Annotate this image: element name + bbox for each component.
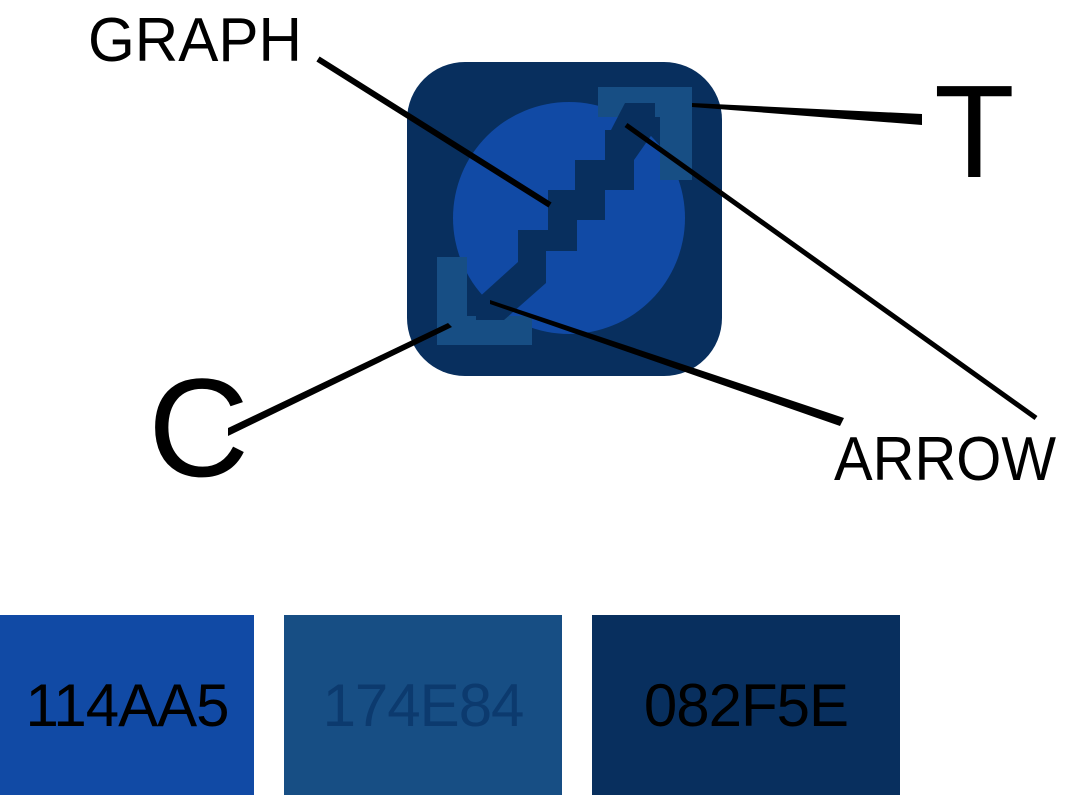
graph-label: GRAPH — [88, 6, 302, 75]
swatch-174e84: 174E84 — [284, 615, 562, 795]
t-leader-line — [692, 103, 922, 125]
staircase-arrow-icon — [476, 103, 655, 320]
bottom-left-corner-bracket-icon — [437, 257, 532, 345]
swatch-082f5e: 082F5E — [592, 615, 900, 795]
logo-diagram: GRAPH T C ARROW — [88, 6, 1056, 506]
c-label: C — [148, 349, 249, 506]
t-label: T — [934, 58, 1015, 205]
swatch-label: 114AA5 — [25, 671, 229, 739]
logo-icon — [407, 62, 722, 376]
arrow-leader-line-1 — [490, 300, 844, 426]
swatch-114aa5: 114AA5 — [0, 615, 254, 795]
swatch-label: 082F5E — [643, 671, 849, 739]
arrow-leader-line-2 — [624, 122, 1038, 421]
leader-lines — [228, 56, 1038, 436]
swatch-label: 174E84 — [322, 671, 525, 739]
c-leader-line — [228, 323, 452, 436]
arrow-label: ARROW — [834, 425, 1056, 494]
graph-leader-line — [316, 56, 552, 208]
